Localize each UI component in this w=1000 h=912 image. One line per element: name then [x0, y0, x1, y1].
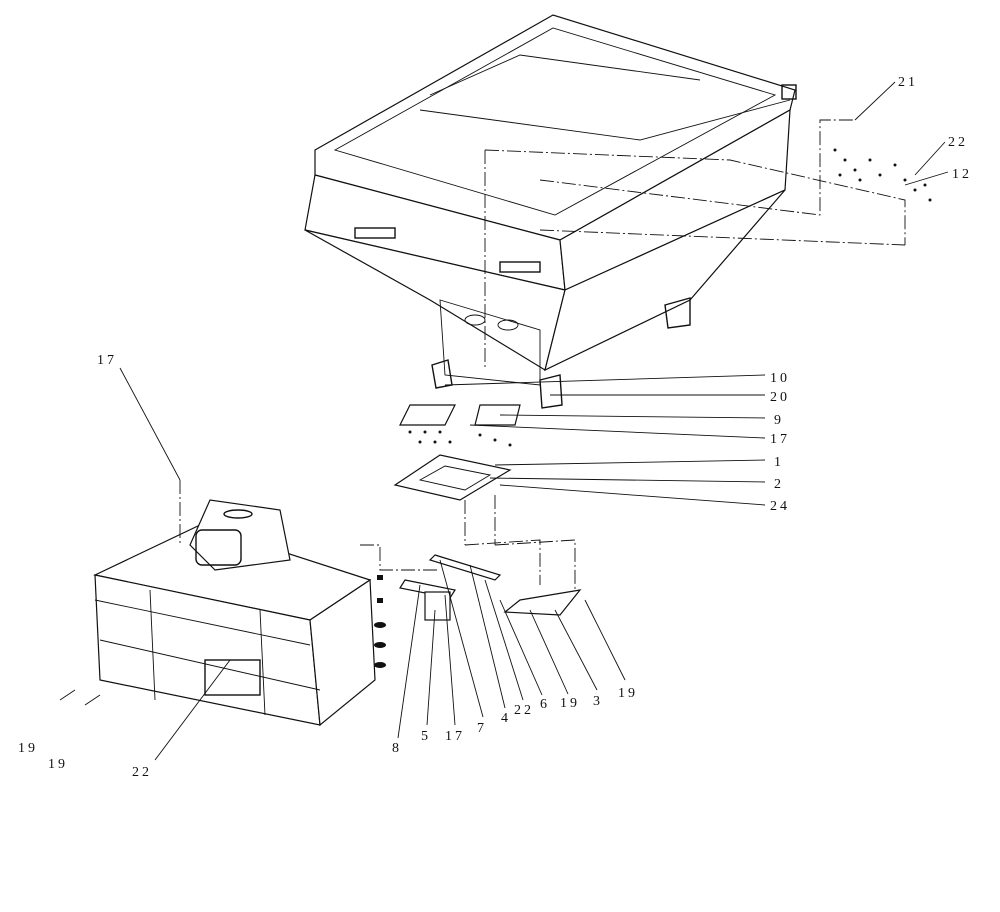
- callout-1: 1: [774, 455, 784, 470]
- leader-lines: [59, 81, 949, 761]
- callout-20: 20: [770, 390, 790, 405]
- callout-5: 5: [421, 729, 431, 744]
- callout-4: 4: [501, 711, 511, 726]
- callout-6: 6: [540, 697, 550, 712]
- callouts: 21 22 12 10 20 9 17 1 2 24 17 19 19 22 8…: [18, 75, 972, 780]
- callout-21: 21: [898, 75, 918, 90]
- callout-19: 19: [560, 696, 580, 711]
- hopper: [304, 14, 797, 409]
- callout-2: 2: [774, 477, 784, 492]
- callout-22: 22: [132, 765, 152, 780]
- callout-17: 17: [97, 353, 117, 368]
- hardware-dots-mid: [408, 430, 512, 447]
- hardware-dots-right: [833, 148, 932, 202]
- callout-17: 17: [445, 729, 465, 744]
- callout-3: 3: [593, 694, 603, 709]
- callout-22: 22: [514, 703, 534, 718]
- callout-19: 19: [48, 757, 68, 772]
- callout-19: 19: [618, 686, 638, 701]
- callout-22: 22: [948, 135, 968, 150]
- callout-24: 24: [770, 499, 790, 514]
- callout-7: 7: [477, 721, 487, 736]
- frame-assembly: [93, 499, 376, 727]
- callout-19: 19: [18, 741, 38, 756]
- callout-12: 12: [952, 167, 972, 182]
- callout-8: 8: [392, 741, 402, 756]
- callout-9: 9: [774, 413, 784, 428]
- callout-17: 17: [770, 432, 790, 447]
- callout-10: 10: [770, 371, 790, 386]
